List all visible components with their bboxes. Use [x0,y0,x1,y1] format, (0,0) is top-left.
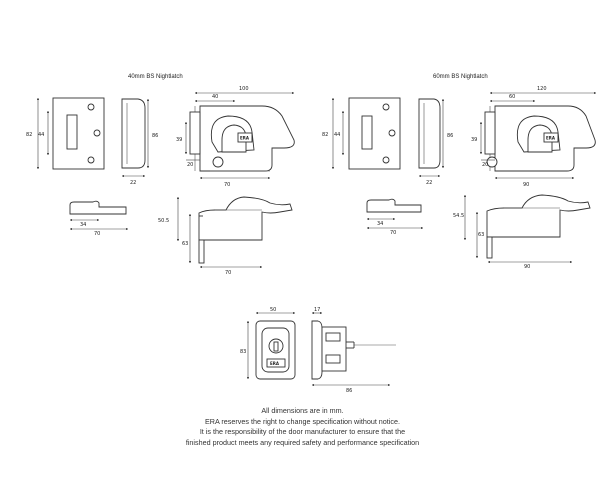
dim-l-side-w: 22 [130,180,136,186]
left-front-plate [52,97,105,170]
dim-c-height: 83 [240,349,246,355]
right-case-dims: 120 60 39 20 90 [471,86,597,188]
left-title: 40mm BS Nightlatch [128,74,183,80]
dim-r-front-outer: 82 [322,132,328,138]
dim-l-plan-34: 34 [80,222,86,228]
right-side-elevation [486,194,591,259]
notes: All dimensions are in mm. ERA reserves t… [0,406,605,448]
dim-r-case-h: 39 [471,137,477,143]
left-side-elevation-dims: 50.5 63 70 [158,196,263,276]
dim-r-plan-34: 34 [377,221,383,227]
right-front-dims: 82 44 [322,97,345,170]
dim-r-top-backset: 60 [509,94,515,100]
cylinder-front: ERA [255,320,296,380]
note-line-4: finished product meets any required safe… [185,437,420,447]
left-case-front: ERA [189,105,295,172]
dim-l-bottom: 70 [224,182,230,188]
left-plan-view: 34 70 [69,200,129,237]
dim-l-small: 20 [187,162,193,168]
dim-l-case-h: 39 [176,137,182,143]
dim-r-plan-70: 70 [390,230,396,236]
cylinder-side-dims: 17 86 [311,307,391,394]
right-front-plate [348,97,401,170]
dim-c-length: 86 [346,388,352,394]
dim-r-side-h: 86 [447,133,453,139]
right-case-front: ERA [484,105,596,172]
dim-l-el-505: 50.5 [158,218,169,224]
dim-l-top-backset: 40 [212,94,218,100]
dim-c-depth: 17 [314,307,320,313]
right-logo: ERA [546,136,556,141]
left-side-elevation [198,196,293,264]
dim-l-el-70: 70 [225,270,231,276]
dim-l-plan-70: 70 [94,231,100,237]
dim-r-small: 20 [482,162,488,168]
dim-c-width: 50 [270,307,276,313]
dim-r-side-w: 22 [426,180,432,186]
dim-r-el-90: 90 [524,264,530,270]
cylinder-front-dims: 50 83 [240,307,296,380]
left-case-dims: 100 40 39 20 70 [176,86,295,188]
dim-r-el-545: 54.5 [453,213,464,219]
dim-r-el-63: 63 [478,232,484,238]
cylinder-logo: ERA [270,361,280,366]
right-title: 60mm BS Nightlatch [433,74,488,80]
cylinder-side [311,320,396,380]
left-front-dims: 82 44 [26,97,50,170]
left-side-view: 86 22 [121,98,158,186]
dim-r-front-inner: 44 [334,132,340,138]
right-side-elevation-dims: 54.5 63 90 [453,194,573,270]
dim-l-front-outer: 82 [26,132,32,138]
dim-r-top-overall: 120 [537,86,547,92]
right-side-view: 86 22 [418,98,453,186]
dim-l-front-inner: 44 [38,132,44,138]
right-plan-view: 34 70 [366,198,424,236]
note-line-3: It is the responsibility of the door man… [199,427,406,436]
dim-l-side-h: 86 [152,133,158,139]
dim-l-top-overall: 100 [239,86,249,92]
left-logo: ERA [240,136,250,141]
note-line-1: All dimensions are in mm. [261,406,344,415]
dim-r-bottom: 90 [523,182,529,188]
dim-l-el-63: 63 [182,241,188,247]
note-line-2: ERA reserves the right to change specifi… [205,416,400,426]
